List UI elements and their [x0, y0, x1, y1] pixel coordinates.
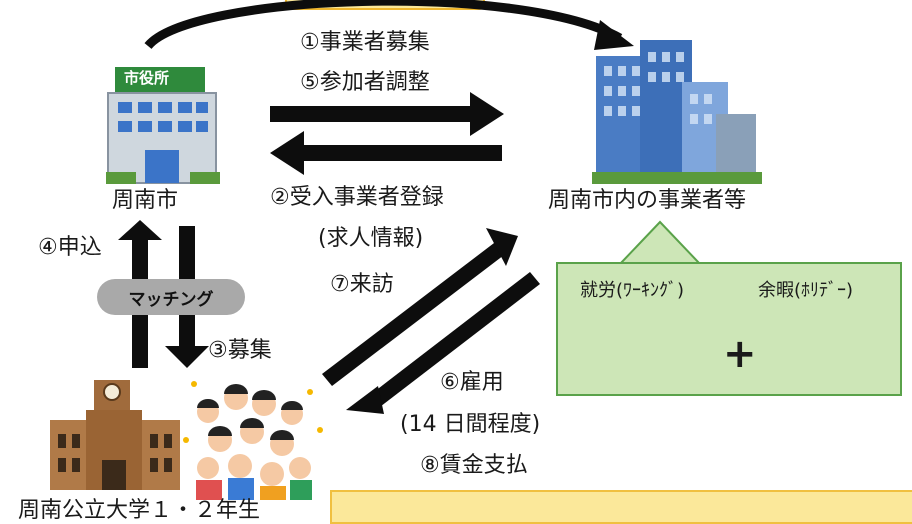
label-register-businesses: ②受入事業者登録: [270, 185, 444, 210]
university-illustration: [50, 380, 180, 490]
label-payment: ⑧賃金支払: [420, 453, 528, 478]
city-hall-sign: 市役所: [124, 69, 170, 87]
curved-arrow-head: [594, 20, 634, 50]
arrow-to-city: [270, 131, 502, 175]
label-job-info: (求人情報): [318, 226, 424, 251]
students-illustration: [183, 381, 323, 500]
city-hall-illustration: [106, 67, 220, 184]
arrow-to-businesses: [270, 92, 504, 136]
label-duration: (14 日間程度): [400, 412, 541, 437]
curved-arrow: [144, 0, 623, 50]
matching-pill: マッチング: [97, 279, 245, 315]
business-buildings-illustration: [592, 40, 762, 184]
label-apply: ④申込: [38, 235, 102, 260]
label-recruit-students: ③募集: [208, 338, 272, 363]
label-city: 周南市: [112, 188, 179, 213]
label-coordinate-participants: ⑤参加者調整: [300, 70, 430, 95]
plus-sign: +: [723, 331, 757, 377]
label-visit: ⑦来訪: [330, 272, 394, 297]
label-university: 周南公立大学１・２年生: [18, 498, 261, 523]
label-recruit-businesses: ①事業者募集: [300, 30, 430, 55]
label-employment: ⑥雇用: [440, 370, 504, 395]
business-activities-box: 就労(ﾜｰｷﾝｸﾞ) 余暇(ﾎﾘﾃﾞｰ): [556, 262, 902, 396]
label-businesses: 周南市内の事業者等: [548, 188, 747, 213]
arrow-employment: [346, 272, 540, 414]
arrow-visit: [322, 228, 518, 386]
holiday-caption: 余暇(ﾎﾘﾃﾞｰ): [758, 280, 854, 301]
callout-pointer: [617, 220, 703, 265]
working-caption: 就労(ﾜｰｷﾝｸﾞ): [580, 280, 685, 301]
